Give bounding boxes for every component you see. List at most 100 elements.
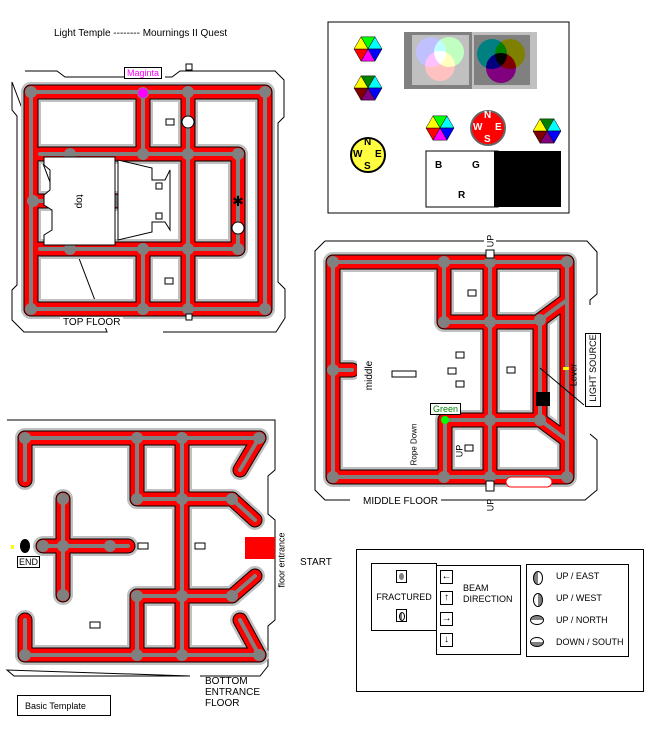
top-room xyxy=(43,156,116,246)
stairs-up-top: UP xyxy=(485,234,496,248)
maginta-label: Maginta xyxy=(124,67,163,79)
path-node xyxy=(19,649,31,661)
arrow-left-icon: ← xyxy=(440,570,453,584)
top-gallery xyxy=(117,159,171,241)
path-node xyxy=(137,243,149,255)
start-label: START xyxy=(300,557,332,568)
light-source-label: LIGHT SOURCE xyxy=(588,334,598,402)
venn-circle xyxy=(425,51,455,81)
path-node xyxy=(182,303,194,315)
bottom-label-2: ENTRANCE xyxy=(205,687,261,698)
path-node xyxy=(226,590,238,602)
path-node xyxy=(182,86,194,98)
top-room-label: top xyxy=(73,194,85,209)
middle-room xyxy=(357,310,400,430)
top-orb xyxy=(231,221,245,235)
venn-circle xyxy=(436,170,468,202)
top-floor-outline xyxy=(11,70,286,333)
beam-direction-box: ←↑→↓ BEAM DIRECTION xyxy=(436,565,521,655)
compass-yellow xyxy=(350,137,386,173)
bottom-label-1: BOTTOM xyxy=(205,676,248,687)
path-node xyxy=(57,589,69,601)
path-node xyxy=(37,540,49,552)
arrow-right-icon: → xyxy=(440,612,453,626)
stairs-down-south-icon xyxy=(530,637,544,647)
path-node xyxy=(131,649,143,661)
rope-text: Rope xyxy=(409,446,419,466)
fractured-box: FRACTURED xyxy=(371,563,437,631)
path-node xyxy=(64,243,76,255)
arrow-up-icon: ↑ xyxy=(440,591,453,605)
path-node xyxy=(137,148,149,160)
path-node xyxy=(176,649,188,661)
path-node xyxy=(253,649,265,661)
path-node xyxy=(484,256,496,268)
bottom-star: ✱ xyxy=(226,537,238,553)
stairs-legend-label: UP / NORTH xyxy=(556,615,608,625)
down-text: Down xyxy=(409,423,419,445)
path-centerline xyxy=(442,260,542,479)
path-node xyxy=(438,256,450,268)
path-node xyxy=(259,86,271,98)
path-node xyxy=(484,316,496,328)
beam-label-2: DIRECTION xyxy=(463,594,513,604)
compass-letter-e: E xyxy=(375,149,382,160)
venn-circle xyxy=(486,53,516,83)
path-node xyxy=(57,493,69,505)
entrance-corridor xyxy=(245,537,275,559)
stairs-up-east-icon xyxy=(533,571,543,585)
path-node xyxy=(182,148,194,160)
path-node xyxy=(19,432,31,444)
middle-floor-outline xyxy=(314,240,598,501)
path-node xyxy=(25,303,37,315)
path-node xyxy=(137,303,149,315)
top-floor-label: TOP FLOOR xyxy=(60,317,124,328)
path-node xyxy=(176,493,188,505)
hexagon-segment xyxy=(532,118,548,132)
green-label: Green xyxy=(430,403,462,415)
hexagon-segment xyxy=(353,36,369,50)
path-node xyxy=(232,243,244,255)
stairs-legend-label: UP / WEST xyxy=(556,593,602,603)
stairs-up-west-icon xyxy=(533,593,543,607)
stairs-legend-label: UP / EAST xyxy=(556,571,600,581)
compass-letter-w: W xyxy=(473,122,483,133)
path-node xyxy=(232,148,244,160)
middle-floor-label: MIDDLE FLOOR xyxy=(360,496,442,507)
path-node xyxy=(131,590,143,602)
path-node xyxy=(226,493,238,505)
path-node xyxy=(182,243,194,255)
path-node xyxy=(27,195,39,207)
red-path xyxy=(130,431,239,662)
end-label: END xyxy=(17,556,41,568)
basic-template-box: Basic Template xyxy=(17,695,111,716)
venn-b: B xyxy=(435,160,443,171)
fractured-label: FRACTURED xyxy=(376,592,432,602)
path-node xyxy=(176,432,188,444)
path-node xyxy=(484,471,496,483)
beam-label-1: BEAM xyxy=(463,583,489,593)
path-node xyxy=(25,86,37,98)
hexagon-segment xyxy=(425,115,441,129)
compass-letter-e: E xyxy=(495,122,502,133)
path-node xyxy=(438,471,450,483)
compass-letter-s: S xyxy=(484,134,491,145)
hexagon-segment xyxy=(353,75,369,89)
compass-letter-n: N xyxy=(484,110,492,121)
path-node xyxy=(534,314,546,326)
venn-r: R xyxy=(458,190,466,201)
light-source-pointer xyxy=(539,367,585,406)
map-title: Light Temple -------- Mournings II Quest xyxy=(54,28,228,39)
path-node xyxy=(561,256,573,268)
maginta-orb xyxy=(138,88,148,98)
venn-m: M xyxy=(506,184,515,195)
compass-red xyxy=(470,110,506,146)
path-node xyxy=(438,316,450,328)
venn-circle xyxy=(511,170,543,202)
middle-room-label: middle xyxy=(364,360,376,391)
path-centerline xyxy=(68,152,240,251)
venn-c: C xyxy=(525,155,533,166)
bottom-floor-label: BOTTOM ENTRANCE FLOOR xyxy=(205,676,260,709)
